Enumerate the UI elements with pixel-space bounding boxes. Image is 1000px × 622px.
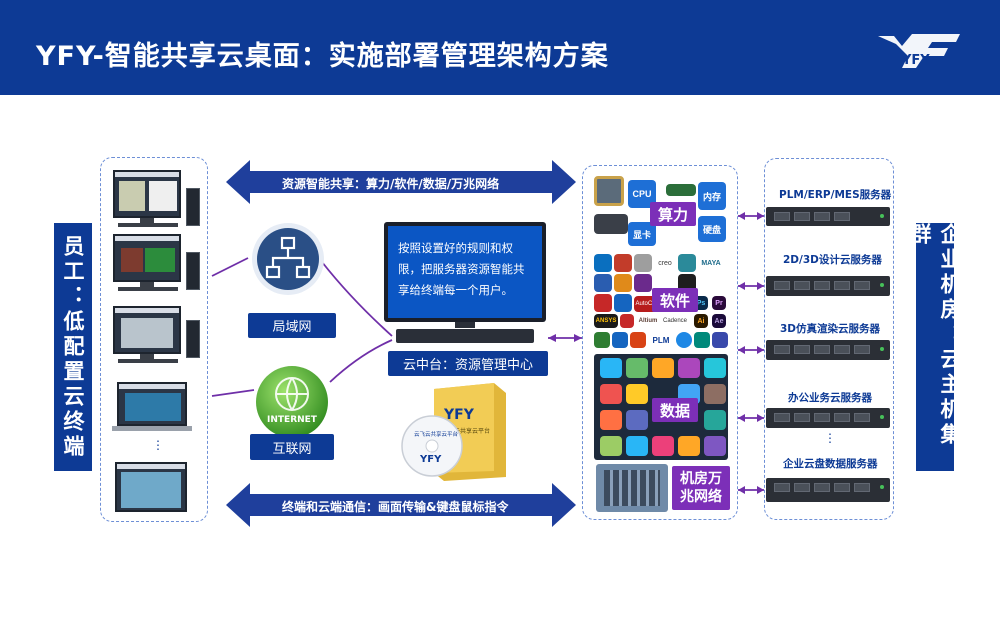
disc-brand-text: YFY xyxy=(419,454,442,465)
server-rack-office xyxy=(766,408,890,428)
datacenter-racks xyxy=(604,470,660,506)
ansys-icon: ANSYS xyxy=(594,314,618,328)
bottom-arrow xyxy=(226,483,576,527)
monitor-stand xyxy=(455,322,475,328)
server-rack-design xyxy=(766,276,890,296)
creo-icon: creo xyxy=(654,254,676,272)
page-title: YFY-智能共享云桌面：实施部署管理架构方案 xyxy=(36,41,609,72)
top-arrow xyxy=(226,160,576,204)
memory-badge: 内存 xyxy=(698,182,726,210)
server-rack-storage xyxy=(766,478,890,502)
memory-stick-icon xyxy=(666,184,696,196)
ae-icon: Ae xyxy=(712,314,726,328)
yfy-logo-icon: YFY xyxy=(878,34,960,68)
data-label: 数据 xyxy=(652,398,698,422)
top-arrow-text: 资源智能共享：算力/软件/数据/万兆网络 xyxy=(282,177,500,191)
disc-caption-text: 云飞云共享云平台 xyxy=(414,430,459,438)
server-title-render: 3D仿真渲染云服务器 xyxy=(780,323,881,335)
employee-terminal-label: 员工：低配置云终端 xyxy=(54,223,92,471)
internet-globe-icon: INTERNET xyxy=(256,366,328,438)
server-title-office: 办公业务云服务器 xyxy=(788,392,872,404)
server-ellipsis: ⋮ xyxy=(824,431,836,445)
internet-icon-text: INTERNET xyxy=(267,415,318,425)
box-brand-text: YFY xyxy=(443,407,475,423)
logo-text: YFY xyxy=(901,53,930,68)
software-disc-icon: 云飞云共享云平台 YFY xyxy=(401,415,463,477)
network-label: 机房万兆网络 xyxy=(672,466,730,510)
lan-network-icon xyxy=(252,223,324,295)
ai-icon: Ai xyxy=(694,314,708,328)
datacenter-cluster-label: 企业机房：云主机集群 xyxy=(908,223,962,471)
altium-icon: Altium xyxy=(636,314,660,328)
box-caption-text: 云飞云共享云平台 xyxy=(442,427,490,435)
bottom-arrow-text: 终端和云端通信：画面传输&键盘鼠标指令 xyxy=(282,500,509,514)
cpu-chip-icon xyxy=(594,176,624,206)
gpu-badge: 显卡 xyxy=(628,222,656,246)
compute-label: 算力 xyxy=(650,202,696,226)
monitor-description: 按照设置好的规则和权限，把服务器资源智能共享给终端每一个用户。 xyxy=(388,226,542,318)
maya-icon: MAYA xyxy=(698,254,724,272)
server-rack-plm xyxy=(766,207,890,226)
pr-icon: Pr xyxy=(712,296,726,310)
gpu-card-icon xyxy=(594,214,628,234)
cloud-center-monitor: 按照设置好的规则和权限，把服务器资源智能共享给终端每一个用户。 xyxy=(384,222,546,322)
software-label: 软件 xyxy=(652,288,698,312)
server-title-design: 2D/3D设计云服务器 xyxy=(783,254,882,266)
internet-label: 互联网 xyxy=(250,434,334,460)
plm-icon: PLM xyxy=(648,332,674,348)
server-title-plm: PLM/ERP/MES服务器 xyxy=(779,189,892,201)
center-server-unit xyxy=(396,329,534,343)
lan-label: 局域网 xyxy=(248,313,336,338)
disk-badge: 硬盘 xyxy=(698,216,726,242)
server-title-storage: 企业云盘数据服务器 xyxy=(783,458,878,470)
header-bar: YFY-智能共享云桌面：实施部署管理架构方案 YFY xyxy=(0,0,1000,95)
server-rack-render xyxy=(766,340,890,360)
cadence-icon: Cadence xyxy=(662,314,688,328)
cloud-center-label: 云中台：资源管理中心 xyxy=(388,351,548,376)
